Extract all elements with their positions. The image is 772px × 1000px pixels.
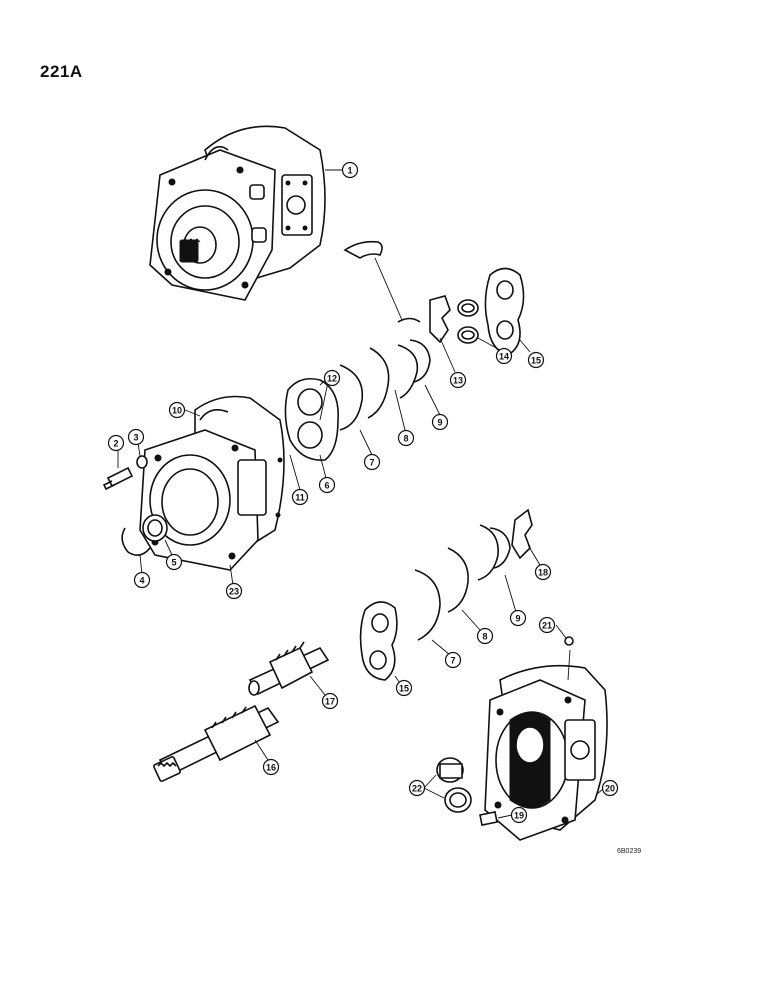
figure-code: 6B0239 [617,848,642,855]
callout-15-lower: 15 [395,679,413,697]
svg-text:20: 20 [605,784,615,794]
svg-text:18: 18 [538,568,548,578]
wear-plate-lower [359,601,398,681]
svg-text:10: 10 [172,406,182,416]
svg-text:6: 6 [324,481,329,491]
callout-9: 9 [431,413,449,431]
callout-23: 23 [225,582,243,600]
callout-2: 2 [107,434,125,452]
svg-text:7: 7 [369,458,374,468]
callout-18: 18 [534,563,552,581]
callout-8: 8 [397,429,415,447]
gear-shaft-upper [248,641,330,696]
top-seal-group [429,267,525,356]
callout-7-lower: 7 [444,651,462,669]
svg-text:19: 19 [514,811,524,821]
svg-text:9: 9 [515,614,520,624]
svg-text:8: 8 [403,434,408,444]
callout-13: 13 [449,371,467,389]
svg-text:23: 23 [229,587,239,597]
callout-9-lower: 9 [509,609,527,627]
callout-6: 6 [318,476,336,494]
leader-lines [117,169,605,819]
svg-text:16: 16 [266,763,276,773]
svg-text:22: 22 [412,784,422,794]
callout-14: 14 [495,347,513,365]
callout-16: 16 [262,758,280,776]
callout-22: 22 [408,779,426,797]
front-housing [139,395,285,571]
callout-1: 1 [341,161,359,179]
callout-3: 3 [127,428,145,446]
callout-4: 4 [133,571,151,589]
callout-19: 19 [510,806,528,824]
svg-text:1: 1 [347,166,352,176]
svg-text:8: 8 [482,632,487,642]
svg-text:7: 7 [450,656,455,666]
callout-12: 12 [323,369,341,387]
svg-text:3: 3 [133,433,138,443]
svg-text:14: 14 [499,352,509,362]
svg-text:4: 4 [139,576,144,586]
page-title: 221A [40,62,83,81]
callout-11: 11 [291,488,309,506]
rear-body [484,664,608,841]
gasket-upper [284,377,339,461]
bushings [436,757,472,813]
assembled-pump [149,125,326,301]
ball [564,636,574,646]
callout-5: 5 [165,553,183,571]
pin [479,811,498,826]
callout-8-lower: 8 [476,627,494,645]
seal-top [343,240,421,323]
svg-text:15: 15 [531,356,541,366]
lower-seals [414,508,533,641]
svg-text:5: 5 [171,558,176,568]
svg-text:21: 21 [542,621,552,631]
callout-7: 7 [363,453,381,471]
svg-text:17: 17 [325,697,335,707]
callout-10: 10 [168,401,186,419]
svg-text:2: 2 [113,439,118,449]
upper-seals [339,339,431,431]
snap-ring-and-seal [121,514,168,556]
callout-15: 15 [527,351,545,369]
gear-shaft-lower [153,704,280,782]
bolt-and-washer [102,455,148,491]
callout-17: 17 [321,692,339,710]
callout-20: 20 [601,779,619,797]
svg-text:12: 12 [327,374,337,384]
svg-text:15: 15 [399,684,409,694]
svg-text:13: 13 [453,376,463,386]
svg-text:11: 11 [295,493,305,503]
svg-text:9: 9 [437,418,442,428]
callout-21: 21 [538,616,556,634]
